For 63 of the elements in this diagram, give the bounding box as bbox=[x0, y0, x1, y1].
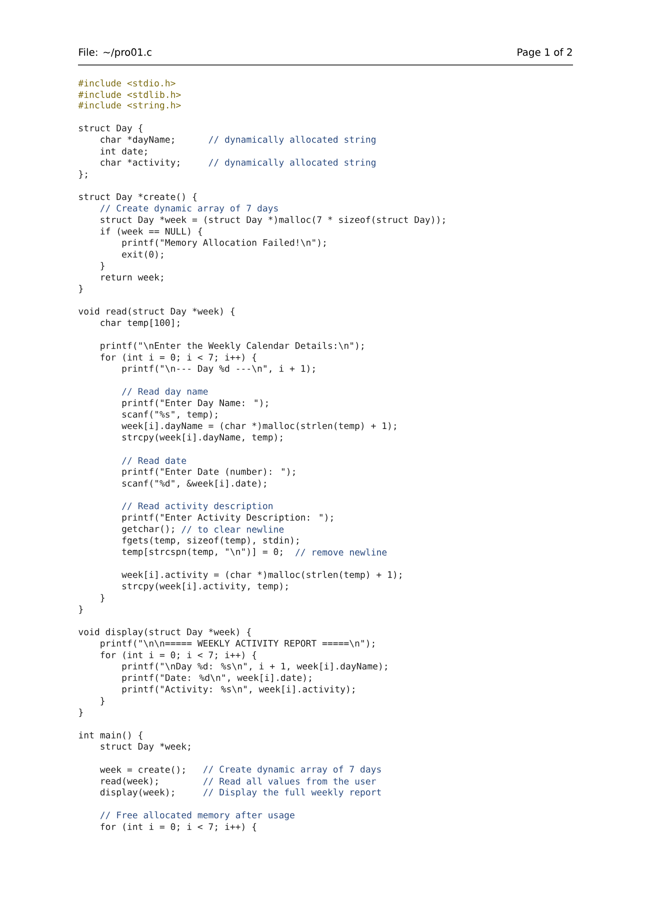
code-line: printf("Date: %d\n", week[i].date); bbox=[122, 674, 311, 683]
code-comment: // to clear newline bbox=[182, 526, 284, 534]
code-line: for (int i = 0; i < 7; i++) { bbox=[100, 354, 256, 362]
code-line: struct Day *create() { bbox=[79, 193, 196, 202]
code-line: }; bbox=[79, 170, 87, 179]
code-line: } bbox=[79, 606, 83, 614]
code-line: strcpy(week[i].dayName, temp); bbox=[122, 434, 282, 442]
code-line: void read(struct Day *week) { bbox=[78, 308, 234, 316]
code-comment: // Read day name bbox=[122, 388, 208, 396]
code-line: struct Day *week; bbox=[100, 742, 190, 752]
code-line: for (int i = 0; i < 7; i++) { bbox=[100, 651, 256, 660]
code-comment: // remove newline bbox=[295, 548, 387, 556]
code-line: char temp[100]; bbox=[100, 319, 180, 328]
file-name: File: ~/pro01.c bbox=[79, 48, 152, 58]
code-line: printf("Memory Allocation Failed!\n"); bbox=[122, 238, 326, 248]
code-line: temp[strcspn(temp, "\n")] = 0; bbox=[122, 548, 282, 557]
code-line: strcpy(week[i].activity, temp); bbox=[122, 582, 288, 592]
code-line: week[i].dayName = (char *)malloc(strlen(temp) + 1); bbox=[122, 422, 396, 431]
page-number: Page 1 of 2 bbox=[518, 48, 572, 58]
code-line: week[i].activity = (char *)malloc(strlen(temp) + 1); bbox=[122, 570, 402, 580]
code-line: return week; bbox=[101, 274, 163, 282]
code-line: } bbox=[100, 697, 104, 706]
code-line: printf("Enter Activity Description: "); bbox=[122, 514, 333, 522]
code-line: fgets(temp, sizeof(temp), stdin); bbox=[122, 536, 298, 546]
code-comment: // Read date bbox=[122, 457, 186, 465]
code-line: printf("\n--- Day %d ---\n", i + 1); bbox=[122, 364, 314, 374]
code-comment: // Create dynamic array of 7 days bbox=[203, 766, 381, 774]
code-line: printf("\nDay %d: %s\n", i + 1, week[i].dayName); bbox=[122, 662, 387, 672]
code-comment: // Create dynamic array of 7 days bbox=[100, 204, 278, 214]
code-line: read(week); bbox=[101, 777, 158, 786]
code-line: printf("\nEnter the Weekly Calendar Details:\n"); bbox=[100, 342, 364, 351]
code-line: int date; bbox=[100, 148, 147, 156]
code-line: exit(0); bbox=[122, 250, 163, 259]
code-comment: // dynamically allocated string bbox=[208, 158, 376, 168]
code-line: printf("\n\n===== WEEKLY ACTIVITY REPORT =====\n"); bbox=[100, 640, 374, 648]
code-line: } bbox=[100, 262, 104, 270]
code-line: struct Day *week = (struct Day *)malloc(7 * sizeof(struct Day)); bbox=[100, 216, 445, 225]
code-line: printf("Enter Day Name: "); bbox=[122, 399, 268, 408]
code-line: struct Day { bbox=[79, 124, 142, 134]
code-comment: // dynamically allocated string bbox=[208, 136, 376, 145]
include-line: #include <stdlib.h> bbox=[78, 90, 181, 98]
code-line: printf("Enter Date (number): "); bbox=[122, 468, 295, 477]
code-line: printf("Activity: %s\n", week[i].activity); bbox=[122, 686, 354, 694]
code-line: scanf("%d", &week[i].date); bbox=[122, 480, 266, 488]
code-comment: // Display the full weekly report bbox=[203, 788, 381, 798]
code-line: int main() { bbox=[78, 732, 142, 740]
code-line: } bbox=[79, 284, 83, 294]
include-line: #include <string.h> bbox=[78, 101, 181, 110]
code-line: week = create(); bbox=[100, 766, 184, 774]
include-line: #include <stdio.h> bbox=[78, 79, 176, 86]
code-line: getchar(); bbox=[122, 525, 174, 534]
code-line: void display(struct Day *week) { bbox=[78, 628, 251, 637]
code-line: scanf("%s", temp); bbox=[122, 410, 217, 420]
code-comment: // Free allocated memory after usage bbox=[100, 811, 294, 820]
code-line: char *activity; bbox=[100, 158, 180, 168]
code-line: if (week == NULL) { bbox=[100, 228, 202, 236]
code-line: char *dayName; bbox=[100, 136, 174, 145]
code-line: } bbox=[100, 594, 104, 602]
code-comment: // Read all values from the user bbox=[203, 778, 376, 786]
code-line: display(week); bbox=[100, 788, 174, 798]
code-line: for (int i = 0; i < 7; i++) { bbox=[100, 823, 256, 832]
code-line: } bbox=[79, 708, 83, 717]
code-comment: // Read activity description bbox=[122, 502, 272, 511]
